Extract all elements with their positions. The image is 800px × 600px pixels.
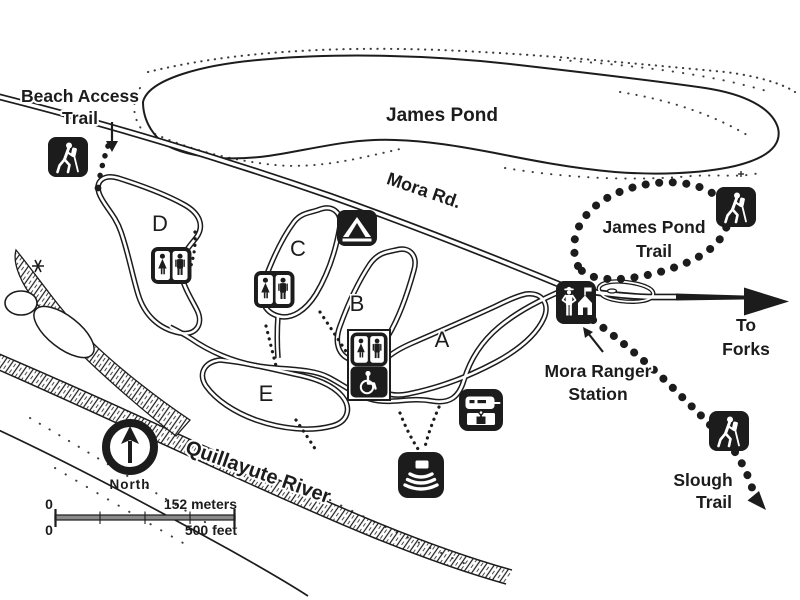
scale-bar: 0 152 meters 0 500 feet [45,496,237,538]
beach-access-trail-dots [96,143,111,184]
beach-access-trail-label-2: Trail [62,108,98,128]
james-pond-water [141,54,780,177]
channel-marker [32,259,44,273]
loop-e-connector-dots [294,418,319,454]
ranger-station-label-2: Station [568,384,627,404]
loop-e-label: E [259,381,274,406]
james-pond-trail-label: James Pond [602,217,705,237]
to-forks-arrow [676,287,789,316]
slough-island [33,305,95,359]
north-label: North [110,477,151,492]
loop-b-connector-dots [318,310,356,366]
loop-b-label: B [350,291,365,316]
loop-c-connector-dots [264,324,278,368]
hiker-icon [707,409,751,453]
hiker-icon [714,185,758,229]
slough-trail-dots-upper [589,316,715,430]
scale-zero-meters: 0 [45,496,53,512]
accessible-restroom-icon [348,330,390,400]
scale-meters-label: 152 meters [164,496,237,512]
ranger-station-icon [555,280,597,325]
amphitheater-icon [396,450,446,500]
slough-trail-label-2: Trail [696,492,732,512]
pond-shore-stipple [133,47,797,180]
amphitheater-trail-dots-left [398,411,420,451]
to-forks-label: To [736,315,756,335]
campground-tent-icon [337,210,377,246]
scale-zero-feet: 0 [45,522,53,538]
slough-trail-dots-lower [731,448,757,495]
mora-road-label: Mora Rd. [384,168,463,212]
trail-terminus-dot [94,184,102,192]
small-pond [4,290,38,316]
scale-feet-label: 500 feet [185,522,237,538]
to-forks-label-2: Forks [722,339,770,359]
ranger-station-label: Mora Ranger [545,361,652,381]
amphitheater-trail-dots-right [423,405,441,449]
beach-access-trail-label: Beach Access [21,86,139,106]
loop-c-label: C [290,236,306,261]
ranger-parking-blob [606,288,618,294]
james-pond-trail-label-2: Trail [636,241,672,261]
restroom-icon [151,247,192,284]
slough-trail-arrowhead [747,491,766,510]
quillayute-river-bank [0,353,513,597]
restroom-icon [254,271,295,308]
beach-access-arrow [106,122,118,152]
river-far-bank-line [0,429,309,597]
rv-dump-station-icon [458,388,504,432]
slough-channel [4,248,191,437]
ranger-station-arrow [583,327,604,353]
james-pond-label: James Pond [386,105,498,126]
loop-d-label: D [152,211,168,236]
hiker-icon [46,135,90,179]
north-arrow: North [102,419,158,492]
slough-trail-label: Slough [673,470,732,490]
loop-a-label: A [435,327,450,352]
